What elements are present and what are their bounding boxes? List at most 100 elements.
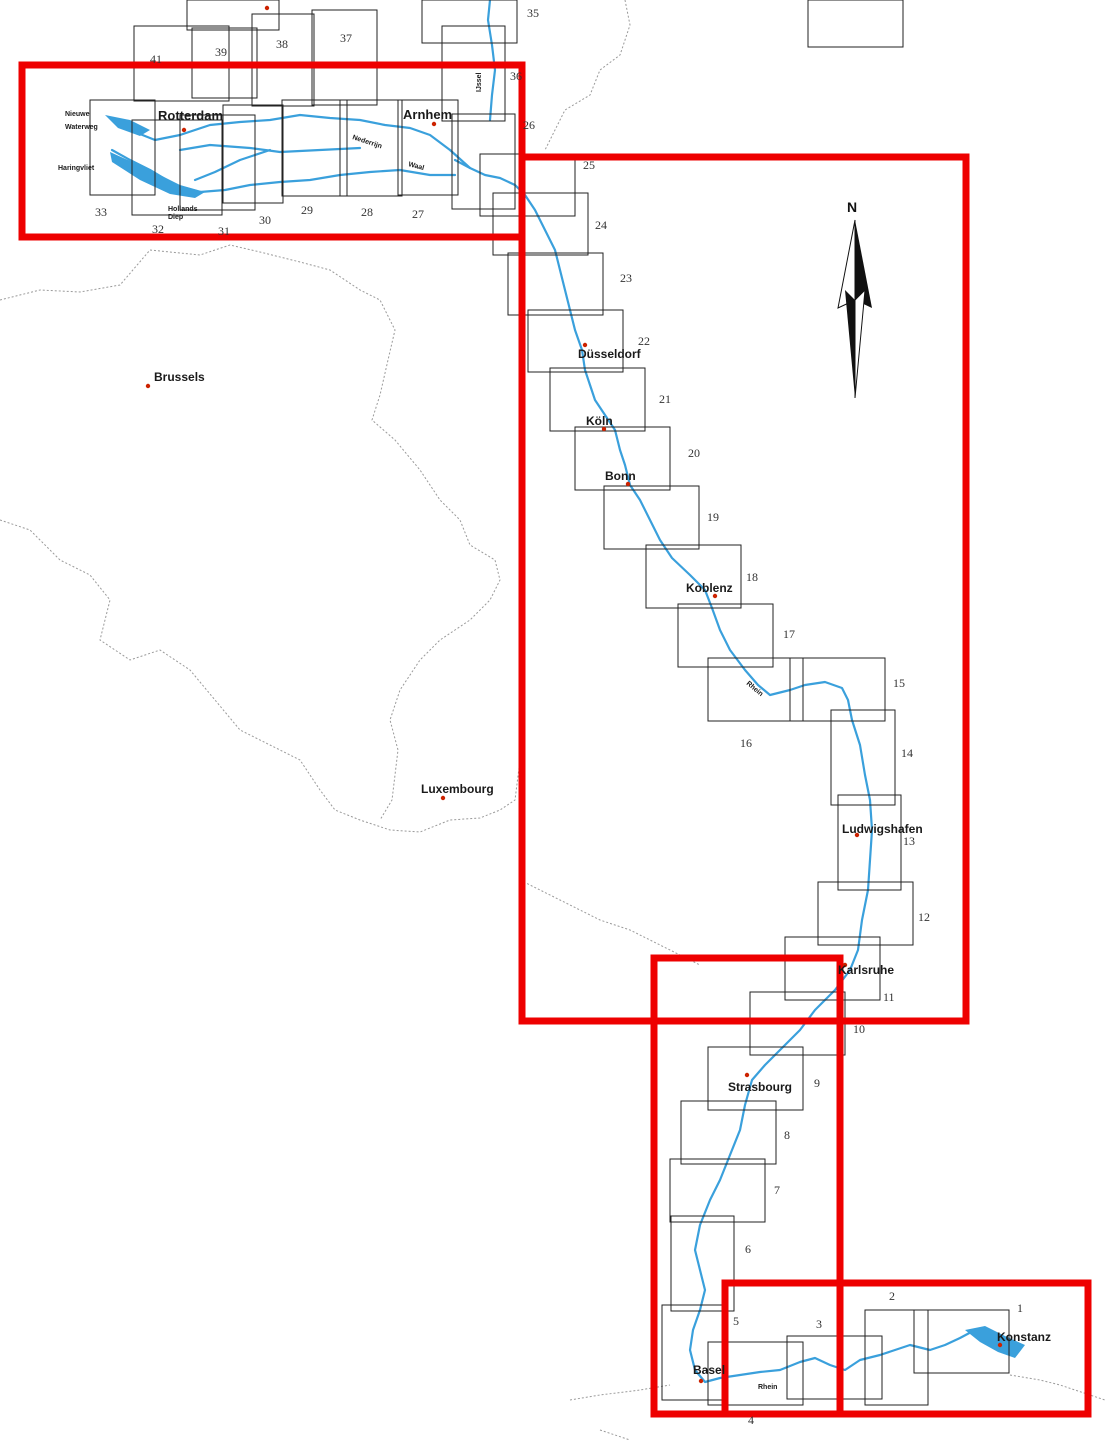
sheet-number-15: 15 bbox=[893, 676, 905, 690]
label-nieuwe: Nieuwe bbox=[65, 111, 90, 118]
highlight-box-upper-rhine bbox=[650, 954, 844, 1418]
sheet-number-41: 41 bbox=[150, 52, 162, 66]
sheet-number-37: 37 bbox=[340, 31, 352, 45]
sheet-number-10: 10 bbox=[853, 1022, 865, 1036]
label-rhein-middle: Rhein bbox=[745, 680, 764, 698]
sheet-number-4: 4 bbox=[748, 1413, 754, 1427]
sheet-frame bbox=[913, 1309, 1010, 1374]
sheet-number-9: 9 bbox=[814, 1076, 820, 1090]
label-waterweg: Waterweg bbox=[65, 124, 98, 131]
sheet-frame bbox=[507, 252, 604, 316]
sheet-frame bbox=[441, 25, 506, 122]
sheet-frame bbox=[677, 603, 774, 668]
city-label-basel: Basel bbox=[693, 1363, 725, 1377]
sheet-number-13: 13 bbox=[903, 834, 915, 848]
label-ijssel: IJssel bbox=[476, 72, 483, 92]
north-arrow: N bbox=[837, 199, 872, 399]
sheet-number-2: 2 bbox=[889, 1289, 895, 1303]
sheet-frame bbox=[603, 485, 700, 550]
sheet-number-31: 31 bbox=[218, 224, 230, 238]
haringvliet-water bbox=[110, 152, 205, 198]
sheet-frame bbox=[807, 0, 904, 48]
sheet-number-20: 20 bbox=[688, 446, 700, 460]
sheet-frame bbox=[527, 309, 624, 373]
sheet-frame bbox=[251, 13, 315, 107]
highlight-box-high-rhine bbox=[721, 1279, 1092, 1418]
sheet-frame bbox=[89, 99, 156, 196]
north-arrow-dark bbox=[855, 220, 872, 308]
city-label-bonn: Bonn bbox=[605, 469, 636, 483]
sheet-number-33: 33 bbox=[95, 205, 107, 219]
city-label-koblenz: Koblenz bbox=[686, 581, 733, 595]
sheet-frame bbox=[784, 936, 881, 1001]
sheet-frame bbox=[837, 794, 902, 891]
city-label-strasbourg: Strasbourg bbox=[728, 1080, 792, 1094]
sheet-number-11: 11 bbox=[883, 990, 895, 1004]
sheet-number-7: 7 bbox=[774, 1183, 780, 1197]
highlight-box-delta bbox=[18, 61, 526, 241]
label-diep: Diep bbox=[168, 214, 183, 221]
sheet-number-36: 36 bbox=[510, 69, 522, 83]
rhine-river bbox=[110, 0, 1012, 1384]
city-label-arnhem: Arnhem bbox=[403, 107, 452, 122]
sheet-frame bbox=[179, 114, 256, 211]
sheet-number-5: 5 bbox=[733, 1314, 739, 1328]
sheet-frame bbox=[707, 1341, 804, 1406]
sheet-number-32: 32 bbox=[152, 222, 164, 236]
sheet-frame bbox=[397, 99, 459, 196]
sheet-frame bbox=[186, 0, 280, 31]
sheet-frame bbox=[281, 99, 348, 197]
sheet-frame bbox=[222, 104, 284, 204]
sheet-number-29: 29 bbox=[301, 203, 313, 217]
sheet-number-19: 19 bbox=[707, 510, 719, 524]
sheet-number-8: 8 bbox=[784, 1128, 790, 1142]
sheet-frame bbox=[670, 1215, 735, 1312]
sheet-number-30: 30 bbox=[259, 213, 271, 227]
sheet-number-21: 21 bbox=[659, 392, 671, 406]
north-arrow-tail-dark bbox=[845, 290, 855, 398]
city-label-luxembourg: Luxembourg bbox=[421, 782, 494, 796]
sheet-frame bbox=[479, 153, 576, 217]
sheet-frame bbox=[645, 544, 742, 609]
sheet-frame bbox=[786, 1335, 883, 1400]
bodensee-water bbox=[965, 1326, 1025, 1358]
sheet-frame bbox=[707, 657, 804, 722]
sheet-number-18: 18 bbox=[746, 570, 758, 584]
sheet-number-38: 38 bbox=[276, 37, 288, 51]
sheet-frame bbox=[421, 0, 518, 44]
city-label-karlsruhe: Karlsruhe bbox=[838, 963, 894, 977]
city-label-konstanz: Konstanz bbox=[997, 1330, 1051, 1344]
sheet-number-17: 17 bbox=[783, 627, 795, 641]
sheet-number-23: 23 bbox=[620, 271, 632, 285]
sheet-frame bbox=[669, 1158, 766, 1223]
city-labels: Rotterdam Arnhem Düsseldorf Köln Bonn Ko… bbox=[154, 107, 1051, 1377]
sheet-number-3: 3 bbox=[816, 1317, 822, 1331]
sheet-frame bbox=[549, 367, 646, 432]
sheet-frame bbox=[864, 1309, 929, 1406]
sheet-number-39: 39 bbox=[215, 45, 227, 59]
city-label-dusseldorf: Düsseldorf bbox=[578, 347, 642, 361]
sheet-number-16: 16 bbox=[740, 736, 752, 750]
sheet-frame bbox=[661, 1304, 726, 1401]
label-waal: Waal bbox=[407, 161, 424, 172]
sheet-frame bbox=[339, 99, 403, 197]
map-sheet-frames bbox=[89, 0, 1010, 1406]
sheet-frame bbox=[817, 881, 914, 946]
sheet-frame bbox=[680, 1100, 777, 1165]
sheet-frame bbox=[707, 1046, 804, 1111]
sheet-number-35: 35 bbox=[527, 6, 539, 20]
sheet-number-25: 25 bbox=[583, 158, 595, 172]
nieuwe-waterweg-water bbox=[105, 115, 150, 136]
label-rhein-south: Rhein bbox=[758, 1384, 777, 1391]
label-hollands: Hollands bbox=[168, 206, 198, 213]
north-arrow-tail-light bbox=[854, 288, 866, 399]
sheet-number-26: 26 bbox=[523, 118, 535, 132]
city-label-ludwigshafen: Ludwigshafen bbox=[842, 822, 923, 836]
city-label-koln: Köln bbox=[586, 414, 613, 428]
city-label-brussels: Brussels bbox=[154, 370, 205, 384]
sheet-frame bbox=[311, 9, 378, 106]
highlight-box-middle-rhine bbox=[518, 153, 970, 1025]
city-markers bbox=[145, 5, 1003, 1384]
sheet-number-27: 27 bbox=[412, 207, 424, 221]
